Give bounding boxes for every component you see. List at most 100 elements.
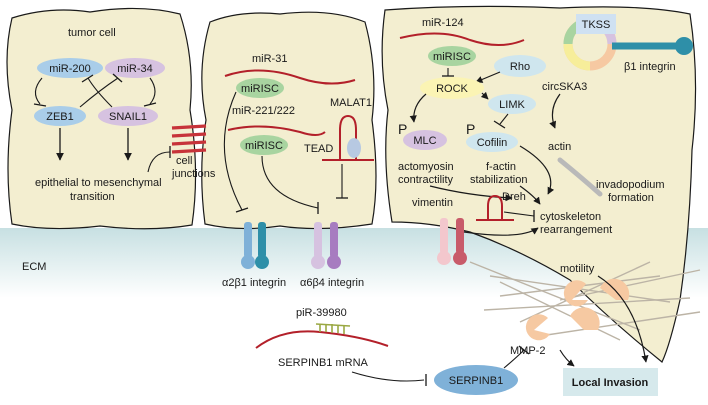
factin-label-line1: f-actin xyxy=(486,161,516,173)
arrow-actomyosin-cyto xyxy=(429,185,513,202)
dreh-label: Dreh xyxy=(502,191,526,203)
local-invasion-box xyxy=(563,368,658,396)
motility-label: motility xyxy=(560,263,595,275)
zeb1-node xyxy=(34,106,86,126)
local-invasion-label: Local Invasion xyxy=(572,377,649,389)
dreh-hairpin-icon xyxy=(476,194,514,221)
actomyosin-label-line1: actomyosin xyxy=(398,161,454,173)
inhibit-mir221-a6b4 xyxy=(261,155,319,209)
a6b4-label: α6β4 integrin xyxy=(300,277,364,289)
invado-label-line2: formation xyxy=(608,192,654,204)
mirisc-1-node xyxy=(236,78,284,98)
limk-node xyxy=(488,94,536,114)
arrow-circska3-actin xyxy=(549,93,561,129)
inhibit-emt-junctions xyxy=(147,151,171,173)
arrow-factin-cyto xyxy=(519,185,541,205)
mir200-node xyxy=(37,58,103,78)
malat1-hairpin-icon xyxy=(322,114,374,161)
tead-node xyxy=(347,138,361,158)
a2b1-label: α2β1 integrin xyxy=(222,277,286,289)
b1-integrin-label: β1 integrin xyxy=(624,61,676,73)
emt-label-line2: transition xyxy=(70,191,115,203)
b1-integrin-head-icon xyxy=(675,37,693,55)
circska3-label: circSKA3 xyxy=(542,81,587,93)
cell-junctions-label-line2: junctions xyxy=(171,168,216,180)
mirisc-2-label: miRISC xyxy=(245,140,283,152)
inhibit-mir31-a2b1 xyxy=(223,91,243,211)
cyto-label-line1: cytoskeleton xyxy=(540,211,601,223)
rho-label: Rho xyxy=(510,61,530,73)
invado-label-line1: invadopodium xyxy=(596,179,665,191)
inhibit-mir34-snail1 xyxy=(149,77,156,105)
tkss-box xyxy=(576,14,616,34)
serpinb1-mrna-label: SERPINB1 mRNA xyxy=(278,357,369,369)
snail1-label: SNAIL1 xyxy=(109,111,147,123)
arrow-mmp2-invasion xyxy=(559,349,575,367)
cofilin-phospho-label: P xyxy=(466,121,475,137)
serpinb1-mrna-strand xyxy=(255,330,389,349)
mirisc-3-node xyxy=(428,46,476,66)
arrow-rho-rock xyxy=(475,71,501,83)
actomyosin-label-line2: contractility xyxy=(398,174,454,186)
limk-label: LIMK xyxy=(499,99,525,111)
tumor-cell-title: tumor cell xyxy=(68,27,116,39)
rock-node xyxy=(420,77,484,99)
cofilin-label: Cofilin xyxy=(477,137,508,149)
mir221-label: miR-221/222 xyxy=(232,105,295,117)
arrow-rock-mlc xyxy=(409,93,427,123)
snail1-node xyxy=(98,106,158,126)
tead-label: TEAD xyxy=(304,143,333,155)
cyto-label-line2: rearrangement xyxy=(540,224,612,236)
zeb1-label: ZEB1 xyxy=(46,111,74,123)
mir221-rna xyxy=(227,125,326,136)
mir34-label: miR-34 xyxy=(117,63,152,75)
rock-label: ROCK xyxy=(436,83,468,95)
factin-label-line2: stabilization xyxy=(470,174,527,186)
ecm-label: ECM xyxy=(22,261,46,273)
integrin-cell-body xyxy=(201,11,377,230)
mirisc-2-node xyxy=(240,135,288,155)
mir124-rna xyxy=(399,32,525,46)
pir-label: piR-39980 xyxy=(296,307,347,319)
mir31-rna xyxy=(224,69,356,85)
inhibit-dreh-cyto xyxy=(503,211,535,217)
inhibit-zeb1-mir34 xyxy=(79,77,119,108)
inhibit-mir200-zeb1 xyxy=(34,77,43,105)
actin-label: actin xyxy=(548,141,571,153)
arrow-rock-limk xyxy=(480,91,489,100)
cofilin-node xyxy=(466,132,518,152)
rho-node xyxy=(494,55,546,77)
inhibit-snail1-mir200 xyxy=(87,77,113,108)
inhibit-limk-cofilin xyxy=(499,113,509,125)
mir34-node xyxy=(105,58,165,78)
cell-junctions-label-line1: cell xyxy=(176,155,193,167)
vimentin-icon xyxy=(437,218,467,265)
mir200-label: miR-200 xyxy=(49,63,91,75)
arrow-vimentin-cyto xyxy=(463,227,539,236)
malat1-label: MALAT1 xyxy=(330,97,372,109)
mmp2-label: MMP-2 xyxy=(510,345,545,357)
cell-junctions-icon xyxy=(171,124,207,154)
inhibit-serpinb1-mmp2 xyxy=(503,349,525,369)
mirisc-3-label: miRISC xyxy=(433,51,471,63)
arrow-motility-invasion xyxy=(597,275,649,363)
vimentin-label: vimentin xyxy=(412,197,453,209)
serpinb1-node xyxy=(434,365,518,395)
mlc-phospho-label: P xyxy=(398,121,407,137)
a6b4-integrin-icon xyxy=(311,222,341,269)
mir31-label: miR-31 xyxy=(252,53,287,65)
mirisc-1-label: miRISC xyxy=(241,83,279,95)
pir-binding-icon xyxy=(315,323,351,334)
a2b1-integrin-icon xyxy=(241,222,269,269)
serpinb1-label: SERPINB1 xyxy=(449,375,503,387)
mlc-node xyxy=(403,130,447,150)
mlc-label: MLC xyxy=(413,135,436,147)
mir124-label: miR-124 xyxy=(422,17,464,29)
inhibit-mrna-serpinb1 xyxy=(351,371,425,382)
tkss-label: TKSS xyxy=(582,19,611,31)
emt-label-line1: epithelial to mesenchymal xyxy=(35,177,162,189)
actin-fiber-icon xyxy=(557,157,603,197)
arrow-cofilin-cyto xyxy=(519,145,555,195)
